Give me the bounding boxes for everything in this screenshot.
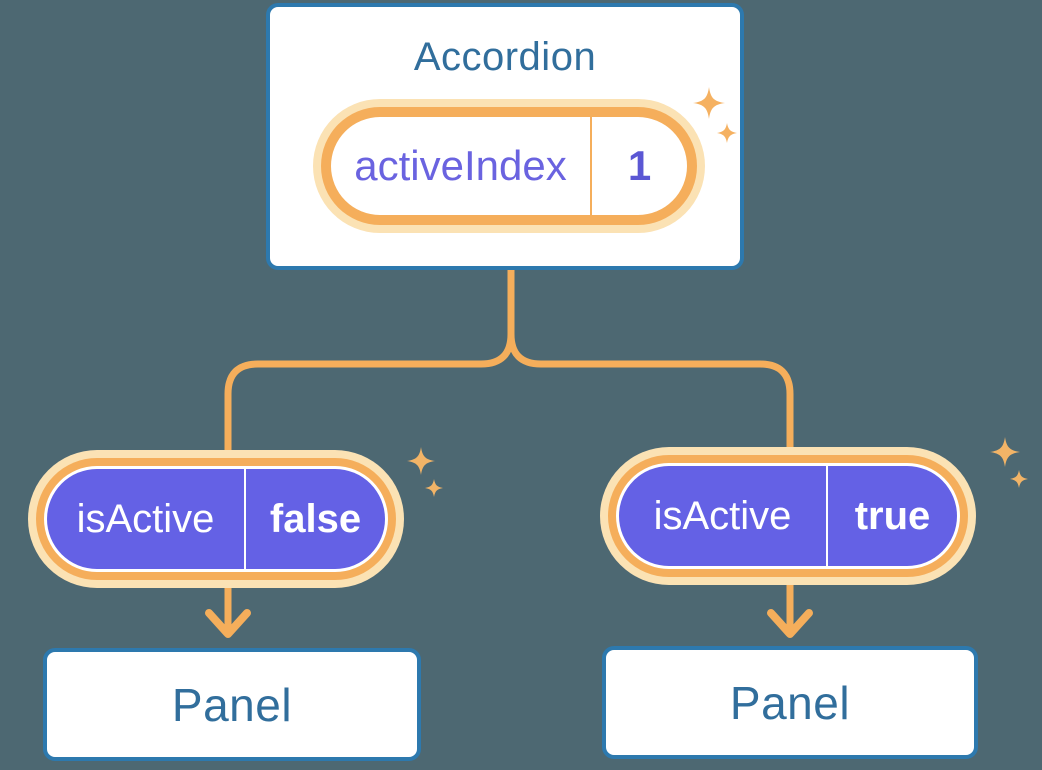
- arrow-right-head: [767, 609, 813, 638]
- accordion-title: Accordion: [413, 35, 597, 79]
- branch-right-line: [507, 268, 794, 455]
- panel-card-right: Panel: [602, 646, 978, 759]
- sparkle-icon: [407, 447, 443, 497]
- prop-pill-left: isActive false: [28, 450, 404, 588]
- state-pill-glow: activeIndex 1: [313, 99, 705, 233]
- sparkle-icon: [990, 437, 1028, 488]
- prop-name-label: isActive: [76, 496, 215, 541]
- state-pill: activeIndex 1: [313, 99, 705, 233]
- sparkle-icon: [693, 87, 737, 143]
- pill-divider: [244, 469, 246, 569]
- arrow-left-head: [205, 609, 251, 638]
- prop-name-label: isActive: [653, 493, 792, 538]
- prop-pill-right-glow: isActive true: [600, 447, 976, 585]
- prop-value: false: [269, 496, 362, 541]
- panel-title: Panel: [171, 678, 293, 731]
- panel-title: Panel: [729, 676, 851, 729]
- branch-left-line: [224, 268, 515, 458]
- prop-pill-left-glow: isActive false: [28, 450, 404, 588]
- state-value: 1: [627, 142, 652, 189]
- prop-pill-right: isActive true: [600, 447, 976, 585]
- panel-card-left: Panel: [43, 648, 421, 761]
- pill-divider: [590, 117, 592, 215]
- pill-divider: [826, 466, 828, 566]
- state-name-label: activeIndex: [354, 142, 567, 189]
- prop-value: true: [854, 493, 931, 538]
